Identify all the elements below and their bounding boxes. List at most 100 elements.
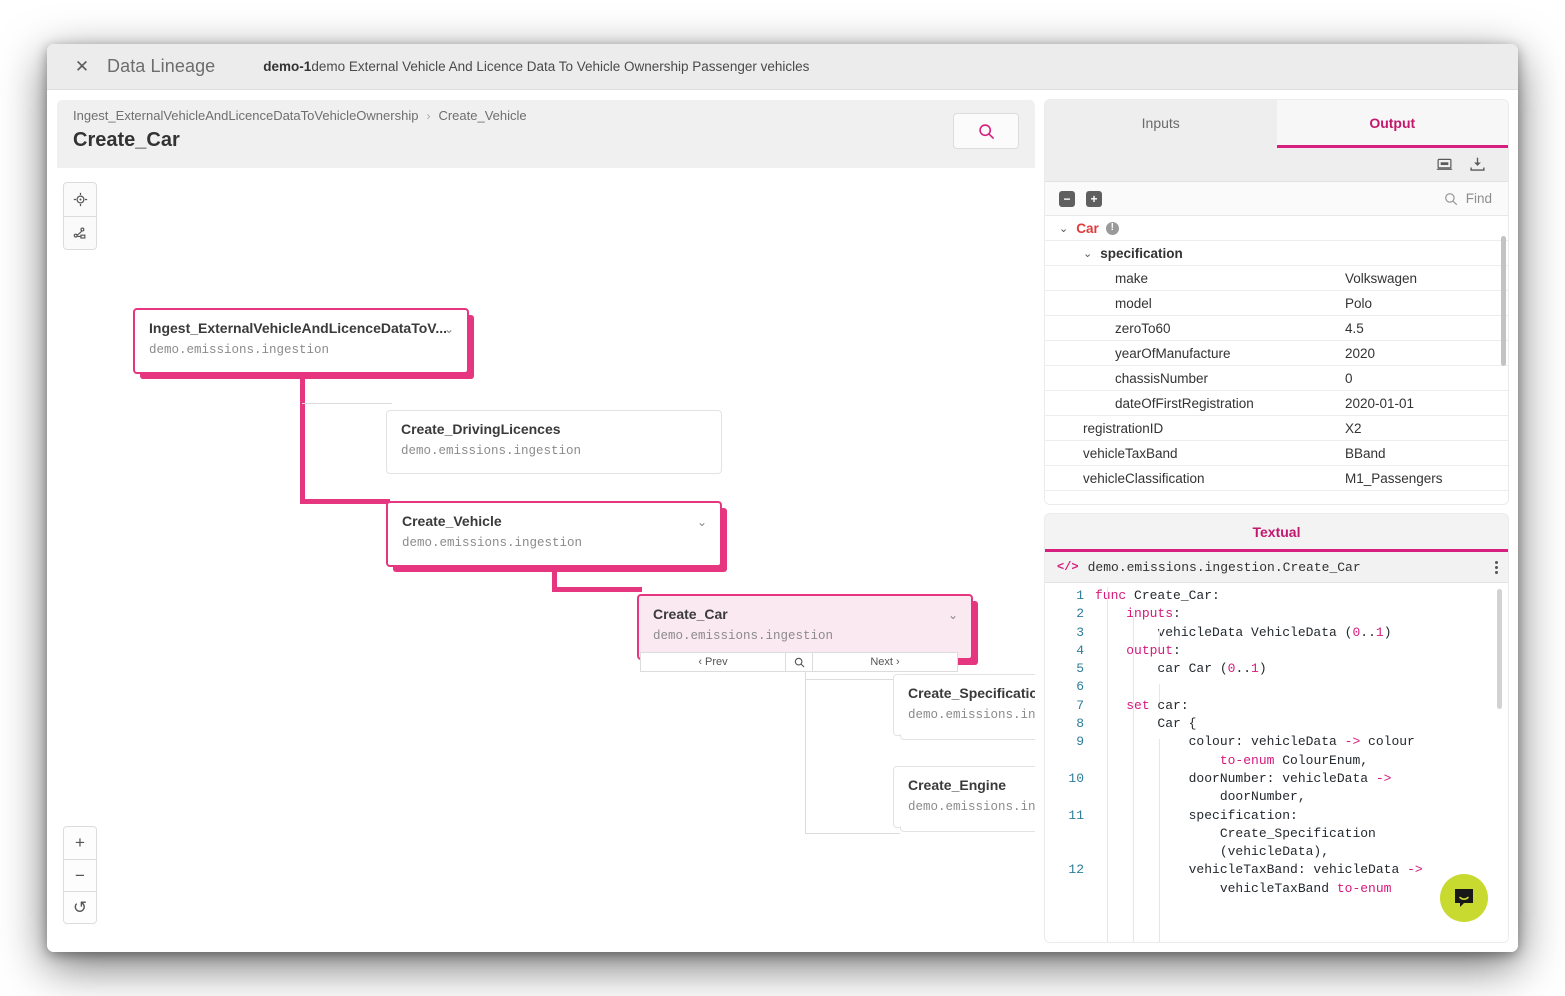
modal-subtitle: demo-1demo External Vehicle And Licence … <box>263 59 809 74</box>
node-create-drivinglicences[interactable]: Create_DrivingLicences demo.emissions.in… <box>386 410 722 474</box>
node-create-specification[interactable]: Create_Specification demo.emissions.inge… <box>893 674 1035 740</box>
code-indent-guide-2 <box>1159 629 1160 647</box>
breadcrumb-item-0[interactable]: Ingest_ExternalVehicleAndLicenceDataToVe… <box>73 108 419 123</box>
code-line: to-enum ColourEnum, <box>1045 752 1508 770</box>
table-row[interactable]: zeroTo60 4.5 <box>1045 316 1508 341</box>
row-key-cell: model <box>1045 296 1345 311</box>
edge-ingest-to-drivinglicences <box>302 403 392 404</box>
tree-scrollbar[interactable] <box>1501 236 1506 366</box>
lineage-search-button[interactable] <box>953 113 1019 149</box>
table-row[interactable]: ⌄ Car ! <box>1045 216 1508 241</box>
chevron-down-icon[interactable]: ⌄ <box>443 322 454 336</box>
page-title: Create_Car <box>73 129 180 151</box>
row-value-cell: 0 <box>1345 370 1353 386</box>
code-line-number: 12 <box>1068 862 1084 878</box>
pager-search-button[interactable] <box>785 652 813 672</box>
row-label: model <box>1115 295 1152 311</box>
pager-next-button[interactable]: Next › <box>812 652 958 672</box>
tab-inputs[interactable]: Inputs <box>1141 114 1180 131</box>
node-create-car[interactable]: Create_Car demo.emissions.ingestion ⌄ <box>637 594 973 660</box>
zoom-out-button[interactable]: − <box>64 859 96 891</box>
code-line-number: 6 <box>1076 679 1084 695</box>
canvas-zoom-stack: + − ↺ <box>63 826 97 924</box>
row-key-cell: make <box>1045 271 1345 286</box>
zoom-in-button[interactable]: + <box>64 827 96 859</box>
table-row[interactable]: vehicleClassification M1_Passengers <box>1045 466 1508 491</box>
focus-target-button[interactable] <box>64 183 96 216</box>
row-key-cell: ⌄ specification <box>1045 246 1345 261</box>
code-scrollbar[interactable] <box>1497 589 1502 709</box>
table-row[interactable]: yearOfManufacture 2020 <box>1045 341 1508 366</box>
code-line-text: vehicleTaxBand to-enum <box>1095 880 1392 896</box>
right-column: Inputs Output <box>1045 100 1508 942</box>
modal-title: Data Lineage <box>107 56 216 76</box>
code-header: </> demo.emissions.ingestion.Create_Car <box>1045 552 1508 583</box>
code-gutter-divider <box>1107 587 1108 942</box>
tab-output[interactable]: Output <box>1276 100 1508 148</box>
code-line: 12 vehicleTaxBand: vehicleData -> <box>1045 861 1508 879</box>
edge-vehicle-to-car-vertical <box>552 548 557 592</box>
info-icon[interactable]: ! <box>1105 221 1119 235</box>
table-row[interactable]: make Volkswagen <box>1045 266 1508 291</box>
row-key-cell: yearOfManufacture <box>1045 346 1345 361</box>
more-options-icon[interactable] <box>1495 560 1498 574</box>
modal-body: Ingest_ExternalVehicleAndLicenceDataToVe… <box>47 90 1518 952</box>
pager-prev-button[interactable]: ‹ Prev <box>640 652 786 672</box>
row-label: make <box>1115 270 1149 286</box>
code-line: 4 output: <box>1045 642 1508 660</box>
graph-layout-button[interactable] <box>64 216 96 249</box>
code-line-number: 9 <box>1076 734 1084 750</box>
code-line-text: to-enum ColourEnum, <box>1219 752 1369 768</box>
collapse-all-button[interactable]: − <box>1059 190 1075 207</box>
chevron-down-icon[interactable]: ⌄ <box>1083 247 1093 260</box>
output-subtoolbar: − + Find <box>1045 182 1508 216</box>
graph-layout-icon <box>73 226 85 239</box>
breadcrumb-item-1[interactable]: Create_Vehicle <box>438 108 527 123</box>
node-title: Ingest_ExternalVehicleAndLicenceDataToV.… <box>149 320 447 336</box>
console-icon[interactable] <box>1436 156 1453 173</box>
node-ingest-external-vehicle[interactable]: Ingest_ExternalVehicleAndLicenceDataToV.… <box>133 308 469 374</box>
output-toolbar <box>1045 148 1508 182</box>
node-create-engine[interactable]: Create_Engine demo.emissions.ingestion <box>893 766 1035 832</box>
table-row[interactable]: dateOfFirstRegistration 2020-01-01 <box>1045 391 1508 416</box>
code-line-text: colour: vehicleData -> colour <box>1095 734 1415 750</box>
code-line: 3 vehicleData VehicleData (0..1) <box>1045 624 1508 642</box>
table-row[interactable]: ⌄ specification <box>1045 241 1508 266</box>
row-label: chassisNumber <box>1115 370 1209 386</box>
chevron-down-icon[interactable]: ⌄ <box>947 608 958 622</box>
table-row[interactable]: model Polo <box>1045 291 1508 316</box>
node-title: Create_Vehicle <box>402 513 502 529</box>
table-row[interactable]: registrationID X2 <box>1045 416 1508 441</box>
row-key-cell: vehicleClassification <box>1045 471 1345 486</box>
code-line-number <box>1045 825 1095 843</box>
code-panel: Textual </> demo.emissions.ingestion.Cre… <box>1045 514 1508 942</box>
expand-all-button[interactable]: + <box>1086 190 1102 207</box>
find-input[interactable]: Find <box>1444 191 1492 206</box>
row-value-cell: X2 <box>1345 420 1362 436</box>
node-title: Create_Specification <box>908 685 1035 701</box>
table-row[interactable]: vehicleTaxBand BBand <box>1045 441 1508 466</box>
reset-view-button[interactable]: ↺ <box>64 891 96 923</box>
chat-bubble-button[interactable] <box>1440 874 1488 922</box>
data-lineage-modal: ✕ Data Lineage demo-1demo External Vehic… <box>47 44 1518 952</box>
row-key-cell: zeroTo60 <box>1045 321 1345 336</box>
row-value-cell: M1_Passengers <box>1345 470 1443 486</box>
tab-textual[interactable]: Textual <box>1252 523 1301 540</box>
row-value-cell: Polo <box>1345 295 1373 311</box>
code-line: Create_Specification <box>1045 825 1508 843</box>
row-value-cell: 2020-01-01 <box>1345 395 1415 411</box>
node-create-vehicle[interactable]: Create_Vehicle demo.emissions.ingestion … <box>386 501 722 567</box>
lineage-header: Ingest_ExternalVehicleAndLicenceDataToVe… <box>57 100 1035 168</box>
code-line-number: 3 <box>1076 624 1084 640</box>
chevron-down-icon[interactable]: ⌄ <box>696 515 707 529</box>
chevron-down-icon[interactable]: ⌄ <box>1059 222 1069 235</box>
row-key-cell: dateOfFirstRegistration <box>1045 396 1345 411</box>
focus-target-icon <box>73 192 87 207</box>
close-icon[interactable]: ✕ <box>74 57 90 76</box>
download-icon[interactable] <box>1469 156 1486 173</box>
row-label: registrationID <box>1083 420 1164 436</box>
table-row[interactable]: chassisNumber 0 <box>1045 366 1508 391</box>
lineage-canvas[interactable]: + − ↺ Ingest_Exter <box>57 168 1035 942</box>
